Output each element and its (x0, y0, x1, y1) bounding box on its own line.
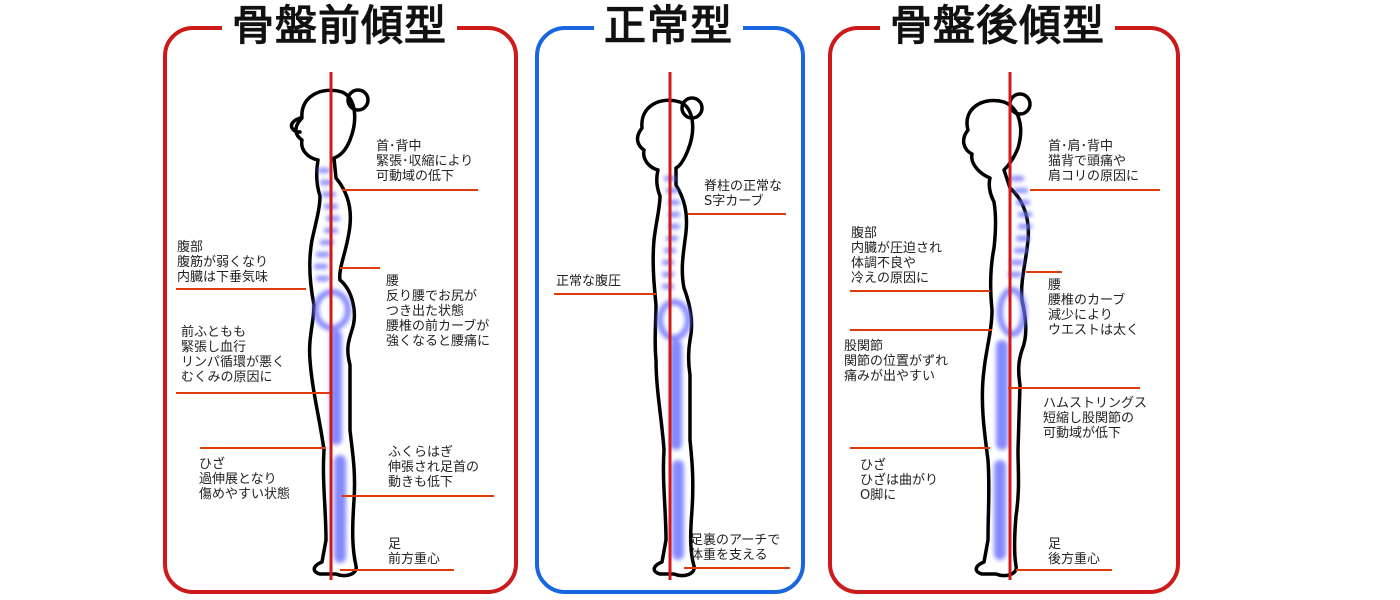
spine-posterior (994, 176, 1032, 560)
note-calf-anterior: ふくらはぎ 伸張され足首の 動きも低下 (388, 445, 480, 490)
panel-title-anterior: 骨盤前傾型 (222, 0, 458, 52)
pointer-lines (176, 189, 1160, 571)
note-foot-posterior: 足 後方重心 (1048, 537, 1101, 567)
note-hip-joint-posterior: 股関節 関節の位置がずれ 痛みが出やすい (844, 339, 949, 384)
note-hamstrings-posterior: ハムストリングス 短縮し股関節の 可動域が低下 (1043, 396, 1148, 441)
note-lower-back-anterior: 腰 反り腰でお尻が つき出た状態 腰椎の前カーブが 強くなると腰痛に (386, 274, 491, 349)
note-knee-posterior: ひざ ひざは曲がり O脚に (860, 458, 939, 503)
panel-title-posterior: 骨盤後傾型 (880, 0, 1116, 52)
note-abdomen-anterior: 腹部 腹筋が弱くなり 内臓は下垂気味 (177, 240, 269, 285)
body-outline-normal (635, 96, 704, 578)
note-neck-shoulder-posterior: 首･肩･背中 猫背で頭痛や 肩コリの原因に (1048, 139, 1140, 184)
note-front-thigh-anterior: 前ふともも 緊張し血行 リンパ循環が悪く むくみの原因に (181, 325, 286, 385)
body-outline-anterior (289, 88, 370, 578)
note-neck-back-anterior: 首･背中 緊張･収縮により 可動域の低下 (376, 139, 474, 184)
note-knee-anterior: ひざ 過伸展となり 傷めやすい状態 (199, 457, 291, 502)
note-foot-anterior: 足 前方重心 (388, 537, 441, 567)
spine-anterior (313, 168, 351, 563)
note-spine-normal: 脊柱の正常な S字カーブ (704, 179, 783, 209)
panel-title-normal: 正常型 (594, 0, 744, 52)
note-lower-back-posterior: 腰 腰椎のカーブ 減少により ウエストは太く (1048, 278, 1140, 338)
panel-anterior-tilt: 骨盤前傾型 (163, 0, 518, 594)
note-foot-arch-normal: 足裏のアーチで 体重を支える (690, 533, 781, 563)
note-abdomen-posterior: 腹部 内臓が圧迫され 体調不良や 冷えの原因に (851, 226, 943, 286)
note-abdominal-pressure-normal: 正常な腹圧 (556, 274, 622, 289)
panel-normal: 正常型 (535, 0, 805, 594)
panel-posterior-tilt: 骨盤後傾型 (828, 0, 1180, 594)
